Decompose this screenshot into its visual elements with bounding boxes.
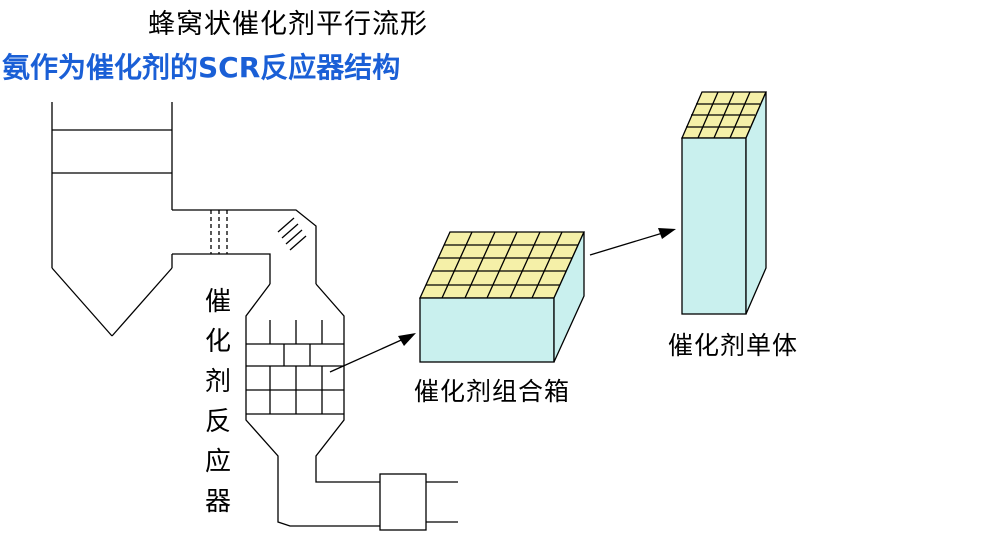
scr-structure-heading: 氨作为催化剂的SCR反应器结构 (2, 51, 401, 84)
reactor-label: 催化剂反应器 (204, 287, 231, 517)
reactor-body (245, 283, 380, 527)
boiler (51, 102, 173, 337)
monolith-label: 催化剂单体 (668, 331, 799, 360)
diagram-title: 蜂窝状催化剂平行流形 (148, 9, 428, 40)
outlet-unit (379, 473, 458, 531)
arrow-box-to-unit (589, 228, 676, 256)
catalyst-monolith (681, 91, 767, 315)
arrow-reactor-to-box (329, 333, 416, 373)
catalyst-module-box (418, 231, 586, 363)
flue-duct (172, 209, 317, 284)
module-box-label: 催化剂组合箱 (414, 377, 571, 406)
